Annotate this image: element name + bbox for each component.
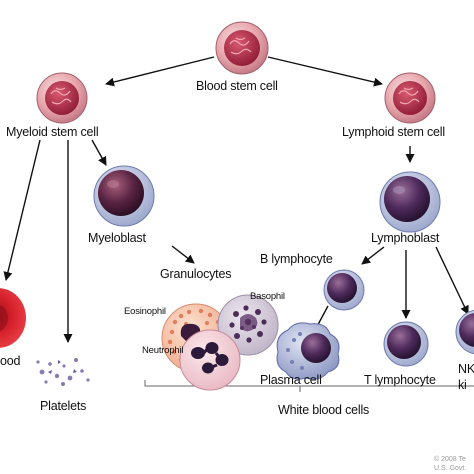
label-white-blood-cells: White blood cells (278, 403, 370, 417)
label-lymphoblast: Lymphoblast (371, 231, 440, 245)
label-red-blood-cell: ood (0, 354, 21, 368)
lymphoid-stem-cell (384, 72, 436, 124)
platelets-group (36, 358, 90, 386)
arrow-lymphoblast-to-nk-cell (435, 246, 469, 315)
label-b-lymphocyte: B lymphocyte (260, 252, 333, 266)
label-granulocytes: Granulocytes (160, 267, 232, 281)
plasma-cell (276, 322, 340, 380)
blood-stem-cell (215, 21, 269, 75)
myeloblast-cell (93, 165, 155, 227)
label-plasma-cell: Plasma cell (260, 373, 322, 387)
myeloid-stem-cell (36, 72, 88, 124)
arrow-myeloblast-to-granulocytes (171, 245, 195, 264)
label-eosinophil: Eosinophil (124, 306, 166, 317)
label-myeloblast: Myeloblast (88, 231, 146, 245)
copyright-line-2: U.S. Govt. (434, 465, 467, 472)
lymphoblast-cell (379, 171, 441, 233)
white-blood-cells-bracket (144, 380, 474, 387)
arrow-myeloid-to-rbc (3, 139, 41, 281)
arrow-group (3, 56, 469, 343)
label-lymphoid-stem-cell: Lymphoid stem cell (342, 125, 445, 139)
neutrophil-cell (179, 329, 241, 391)
arrow-stem-to-myeloid (105, 56, 215, 87)
label-neutrophil: Neutrophil (142, 345, 184, 356)
arrow-lymphoblast-to-b-lymphocyte (361, 246, 385, 265)
label-nk-cell-line2: ki (458, 378, 467, 392)
label-t-lymphocyte: T lymphocyte (364, 373, 436, 387)
b-lymphocyte-cell (323, 269, 365, 311)
nk-cell (455, 309, 474, 355)
t-lymphocyte-cell (383, 321, 429, 367)
label-nk-cell-line1: NK (458, 362, 474, 376)
arrow-stem-to-lymphoid (267, 56, 383, 87)
label-platelets: Platelets (40, 399, 87, 413)
arrow-myeloid-to-myeloblast (91, 139, 107, 166)
label-blood-stem-cell: Blood stem cell (196, 79, 278, 93)
label-myeloid-stem-cell: Myeloid stem cell (6, 125, 99, 139)
red-blood-cell (0, 288, 26, 348)
copyright-line-1: © 2008 Te (434, 456, 466, 463)
label-basophil: Basophil (250, 291, 285, 302)
